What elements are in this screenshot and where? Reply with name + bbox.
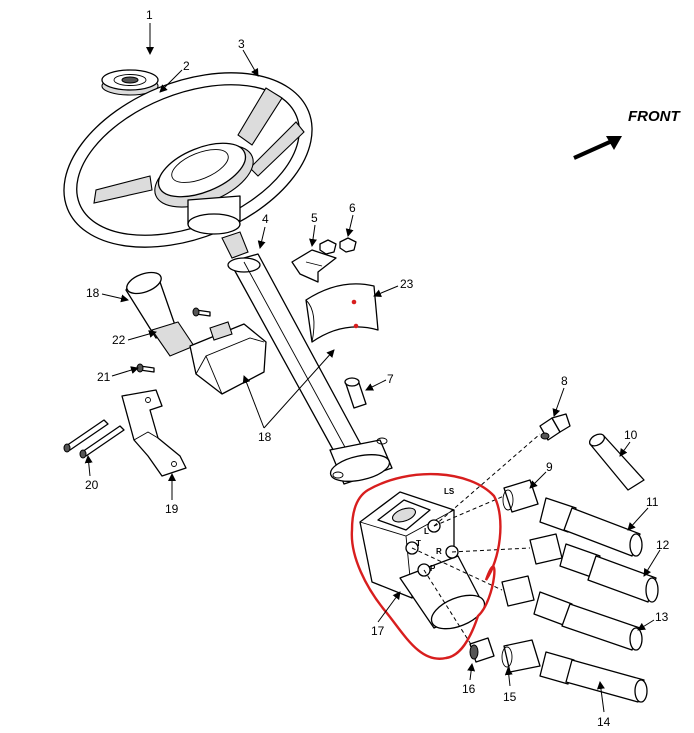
callout-5: 5 [311, 211, 318, 225]
part-7-bolt [344, 377, 367, 409]
leader-lines [84, 23, 661, 713]
callout-15: 15 [503, 690, 517, 704]
part-4-column [221, 231, 393, 485]
front-arrow-shaft [573, 139, 613, 160]
port-label-ls: LS [444, 487, 455, 496]
part-13-hose [501, 575, 643, 651]
clamp-hole-marker [353, 323, 359, 329]
callout-19: 19 [165, 502, 179, 516]
highlight-outline [350, 472, 502, 660]
callout-7: 7 [387, 372, 394, 386]
callout-10: 10 [624, 428, 638, 442]
callout-14: 14 [597, 715, 611, 729]
callout-labels: 1 2 3 4 5 6 7 8 9 10 11 12 13 14 15 16 1… [85, 8, 670, 729]
part-6-nuts [319, 237, 357, 255]
callout-20: 20 [85, 478, 99, 492]
part-14-hose [539, 651, 648, 703]
part-10-hose-end [588, 433, 645, 491]
part-8-elbow-fitting [539, 413, 571, 441]
front-label: FRONT [628, 108, 681, 125]
connection-lines [411, 433, 541, 647]
part-21-screw [136, 363, 155, 373]
part-18-lever [125, 271, 195, 357]
callout-8: 8 [561, 374, 568, 388]
callout-18-housing: 18 [258, 430, 272, 444]
callout-17: 17 [371, 624, 385, 638]
front-arrow-head [606, 136, 622, 150]
callout-11: 11 [646, 495, 659, 509]
callout-4: 4 [262, 212, 269, 226]
part-19-bracket [121, 389, 187, 477]
part-1-cap [101, 69, 159, 96]
front-indicator: FRONT [573, 108, 681, 160]
callout-2: 2 [183, 59, 190, 73]
port-label-r: R [436, 547, 442, 556]
part-23-clamp [305, 283, 379, 343]
part-22-screw [192, 307, 211, 317]
port-label-p: P [430, 564, 436, 573]
callout-18-lever: 18 [86, 286, 100, 300]
part-18-switch-housing [189, 321, 267, 395]
clamp-hole-marker [351, 299, 357, 305]
port-label-t: T [416, 539, 421, 548]
callout-16: 16 [462, 682, 476, 696]
callout-13: 13 [655, 610, 669, 624]
callout-22: 22 [112, 333, 126, 347]
callout-12: 12 [656, 538, 670, 552]
callout-21: 21 [97, 370, 111, 384]
callout-3: 3 [238, 37, 245, 51]
port-label-l: L [424, 527, 429, 536]
part-5-clip [291, 249, 337, 283]
part-11-hose [539, 497, 643, 557]
part-16-fitting [469, 637, 495, 663]
callout-23: 23 [400, 277, 414, 291]
part-3-steering-wheel [63, 72, 313, 248]
part-20-bolts [63, 419, 125, 459]
callout-1: 1 [146, 8, 153, 22]
callout-6: 6 [349, 201, 356, 215]
part-17-steering-unit: LS L T R P [359, 487, 486, 630]
part-12-hose [529, 533, 659, 603]
part-15-fitting [501, 639, 541, 673]
callout-9: 9 [546, 460, 553, 474]
